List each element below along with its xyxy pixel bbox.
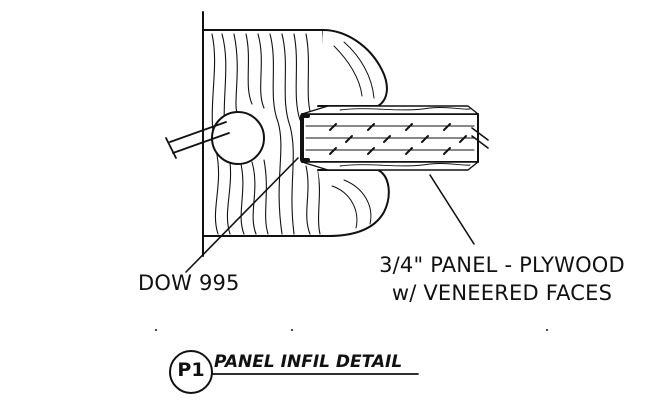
- panel-callout-line-1: 3/4" PANEL - PLYWOOD: [379, 253, 625, 277]
- detail-tag-circle: [169, 350, 213, 394]
- dowel-hole: [211, 111, 265, 165]
- panel-callout: 3/4" PANEL - PLYWOOD w/ VENEERED FACES: [352, 251, 652, 307]
- detail-title: PANEL INFIL DETAIL: [214, 352, 403, 372]
- detail-tag: P1: [177, 359, 205, 381]
- panel-leader: [429, 174, 475, 245]
- fastener-line: [165, 121, 230, 159]
- adhesive-leader: [185, 157, 299, 273]
- plywood-panel: [301, 105, 489, 171]
- sealant-bead: [300, 114, 310, 162]
- adhesive-callout: DOW 995: [138, 271, 240, 295]
- frame-stile: [202, 11, 329, 257]
- panel-molding: [317, 29, 390, 237]
- dot-mark: [155, 329, 157, 331]
- dot-mark: [291, 329, 293, 331]
- panel-callout-line-2: w/ VENEERED FACES: [391, 281, 613, 305]
- dot-mark: [546, 329, 548, 331]
